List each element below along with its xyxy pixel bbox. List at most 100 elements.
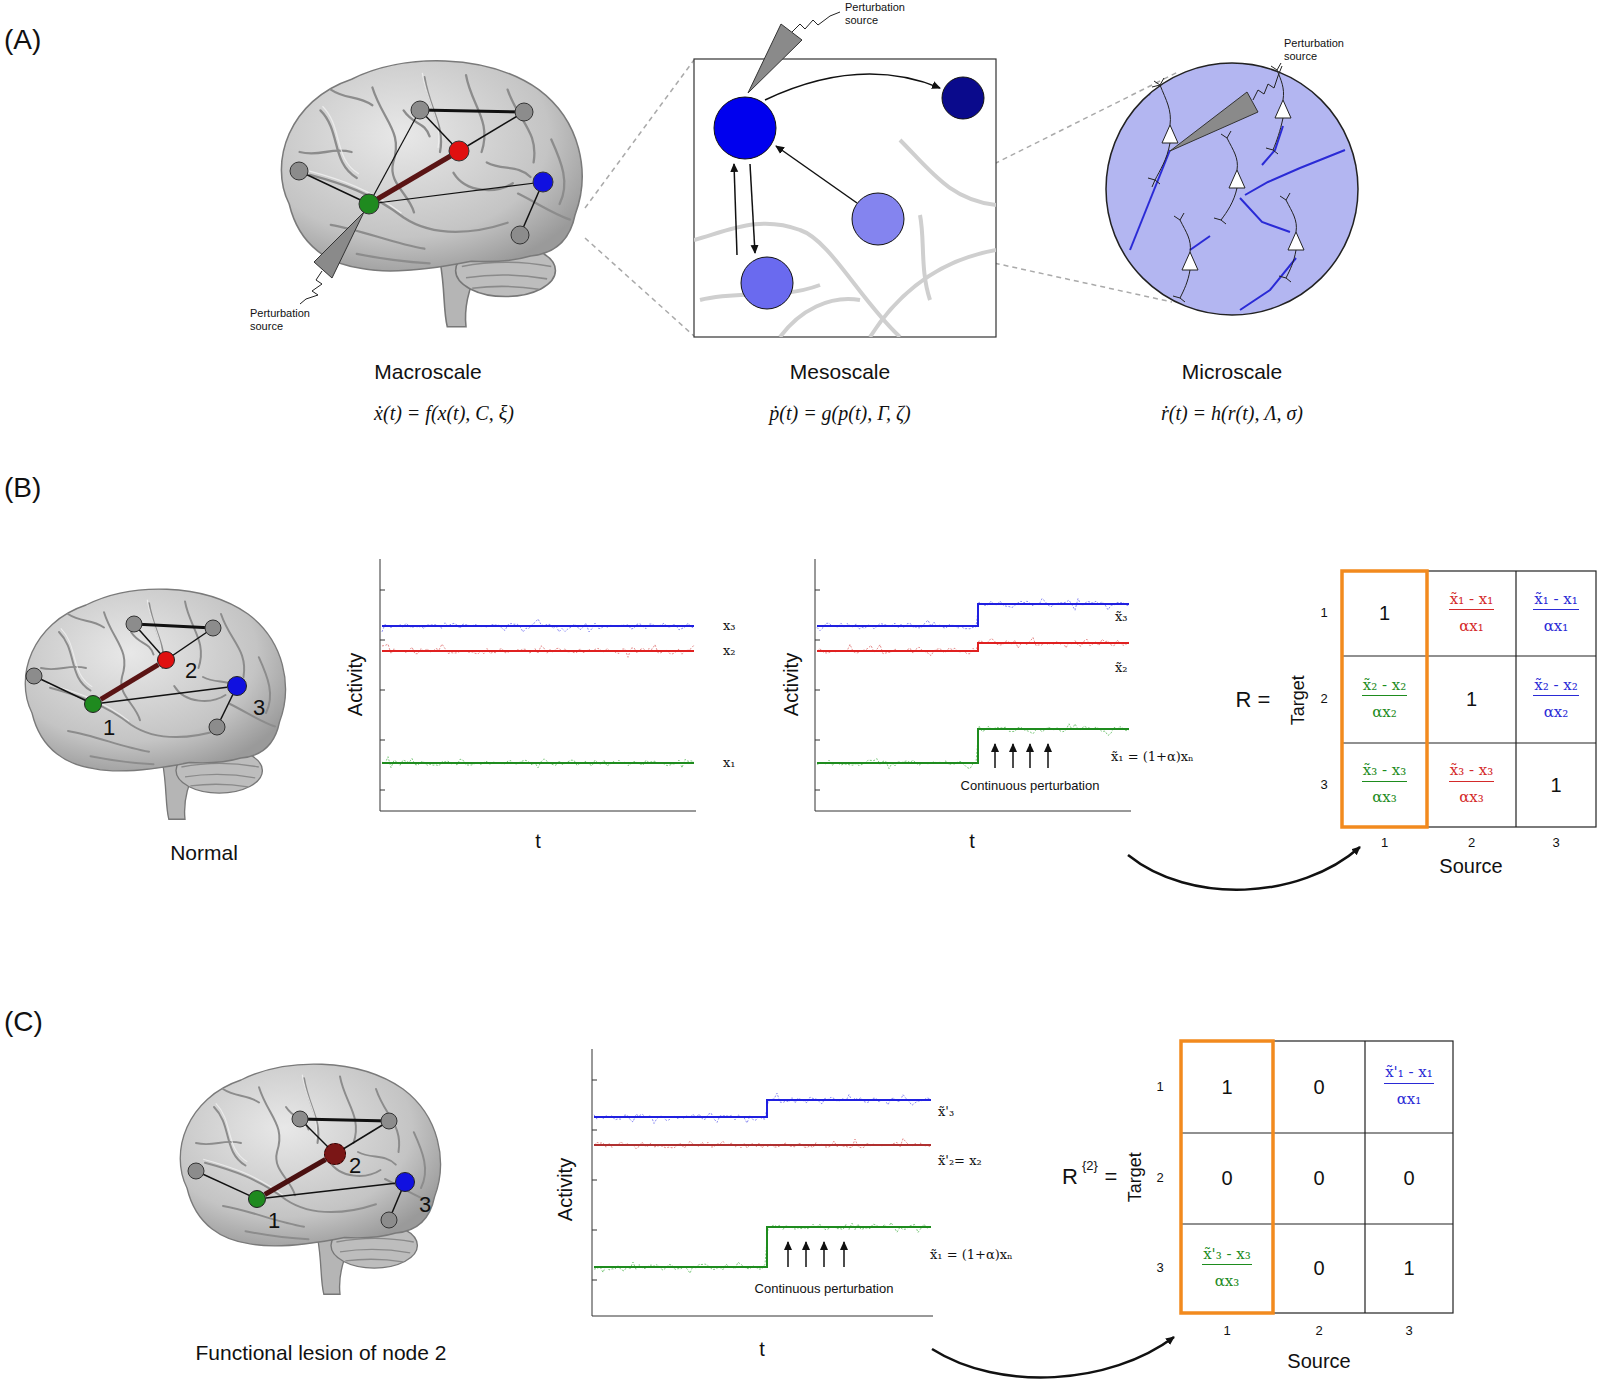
column-index: 1 bbox=[1223, 1324, 1230, 1339]
row-index: 1 bbox=[1320, 606, 1327, 621]
mesoscale-panel bbox=[780, 299, 860, 337]
matrix-entry: αx₃ bbox=[1214, 1273, 1241, 1290]
row-index: 2 bbox=[1320, 692, 1327, 707]
node-number: 3 bbox=[253, 697, 265, 719]
microscale-panel bbox=[1240, 258, 1296, 310]
matrix-entry: 1 bbox=[1221, 1076, 1232, 1099]
brain-illustration bbox=[25, 589, 285, 819]
column-highlight bbox=[1181, 571, 1427, 1313]
network-node: 3 bbox=[227, 676, 247, 696]
node-number: 1 bbox=[268, 1210, 280, 1232]
column-index: 3 bbox=[1405, 1324, 1412, 1339]
perturbation-arrows bbox=[787, 1242, 789, 1267]
microscale-panel bbox=[1279, 193, 1304, 282]
network-nodes bbox=[381, 1113, 397, 1129]
matrix-entry: αx₃ bbox=[1458, 789, 1485, 806]
network-lines bbox=[299, 110, 543, 235]
column-index: 1 bbox=[1381, 836, 1388, 851]
panel-letter: (C) bbox=[4, 1006, 43, 1038]
microscale-panel bbox=[1106, 63, 1358, 315]
network-nodes bbox=[188, 1111, 397, 1228]
row-index: 3 bbox=[1156, 1261, 1163, 1276]
connection-line bbox=[101, 665, 159, 700]
network-nodes bbox=[533, 172, 553, 192]
perturbation-probe bbox=[300, 271, 322, 304]
matrix-entry: x̃₃ - x₃ bbox=[1362, 762, 1408, 781]
network-nodes bbox=[205, 620, 221, 636]
perturbation-arrows bbox=[788, 744, 1048, 1267]
axis-label: t bbox=[969, 830, 975, 853]
matrix-entry: x̃₁ - x₁ bbox=[1533, 591, 1579, 610]
network-lines bbox=[34, 624, 237, 727]
annotation: Continuous perturbation bbox=[961, 779, 1100, 794]
matrix-name: R bbox=[1062, 1164, 1078, 1189]
column-index: 2 bbox=[1468, 836, 1475, 851]
signal-label: x₂ bbox=[722, 644, 737, 659]
axis-title: Target bbox=[1288, 675, 1309, 725]
node-number: 2 bbox=[185, 660, 197, 682]
signal-label: x₃ bbox=[722, 619, 737, 634]
microscale-panel bbox=[1170, 92, 1258, 151]
matrix-entry: αx₁ bbox=[1458, 618, 1485, 635]
axis-title: Source bbox=[1287, 1350, 1350, 1373]
microscale-panel bbox=[1162, 125, 1178, 143]
matrix-entry: 1 bbox=[1403, 1257, 1414, 1280]
signal-trace bbox=[817, 599, 1129, 631]
matrix-entry: x̃'₃ - x₃ bbox=[1202, 1246, 1252, 1265]
row-index: 1 bbox=[1156, 1080, 1163, 1095]
microscale-panel bbox=[1190, 236, 1210, 250]
plot-axes bbox=[380, 559, 1131, 1316]
signal-trace bbox=[382, 650, 694, 652]
plot-axes bbox=[380, 559, 696, 811]
network-nodes bbox=[359, 194, 379, 214]
matrix-entry: 0 bbox=[1221, 1167, 1232, 1190]
microscale-panel bbox=[1253, 66, 1282, 100]
network-lines bbox=[299, 171, 369, 204]
network-lines bbox=[369, 182, 543, 204]
connection-line bbox=[102, 687, 227, 703]
matrix-entry: 0 bbox=[1313, 1257, 1324, 1280]
mesoscale-panel bbox=[942, 77, 984, 119]
plot-axes bbox=[815, 559, 1131, 811]
matrix-entry: αx₂ bbox=[1543, 704, 1570, 721]
signal-traces bbox=[382, 599, 1129, 1274]
network-node: 2 bbox=[157, 651, 175, 669]
matrix-entry: x̃₁ - x₁ bbox=[1449, 591, 1495, 610]
annotation: Continuous perturbation bbox=[755, 1282, 894, 1297]
microscale-panel bbox=[1130, 150, 1170, 250]
perturbation-arrows bbox=[823, 1242, 825, 1267]
brain-illustration bbox=[281, 61, 582, 327]
plot-axes bbox=[815, 590, 820, 790]
microscale-panel bbox=[1173, 213, 1198, 302]
network-nodes bbox=[381, 1212, 397, 1228]
row-index: 2 bbox=[1156, 1171, 1163, 1186]
probe-label: Perturbation source bbox=[1284, 37, 1356, 62]
network-nodes bbox=[511, 226, 529, 244]
mesoscale-panel bbox=[714, 97, 776, 159]
axis-label: t bbox=[759, 1338, 765, 1361]
mesoscale-panel bbox=[900, 140, 996, 205]
matrix-entry: αx₁ bbox=[1543, 618, 1570, 635]
mesoscale-panel bbox=[792, 12, 840, 32]
matrix-grid bbox=[1181, 571, 1596, 1313]
network-nodes bbox=[411, 101, 429, 119]
node-number: 3 bbox=[419, 1194, 431, 1216]
axis-label: t bbox=[535, 830, 541, 853]
zoom-lines bbox=[585, 60, 694, 208]
matrix-grid bbox=[1181, 1041, 1453, 1313]
matrix-entry: 0 bbox=[1403, 1167, 1414, 1190]
mesoscale-panel bbox=[694, 140, 996, 337]
connection-line bbox=[265, 1159, 326, 1194]
brain-illustration bbox=[281, 61, 582, 327]
row-index: 3 bbox=[1320, 778, 1327, 793]
brain-illustration bbox=[25, 589, 285, 819]
perturbation-arrows bbox=[1029, 744, 1031, 768]
matrix-name: = bbox=[1105, 1164, 1118, 1189]
microscale-panel bbox=[1214, 131, 1245, 224]
perturbation-arrows bbox=[843, 1242, 845, 1267]
signal-trace bbox=[594, 1227, 931, 1267]
flow-arrow bbox=[1128, 847, 1360, 890]
node-number: 1 bbox=[103, 717, 115, 739]
mesoscale-panel bbox=[852, 193, 904, 245]
matrix-entry: 0 bbox=[1313, 1167, 1324, 1190]
